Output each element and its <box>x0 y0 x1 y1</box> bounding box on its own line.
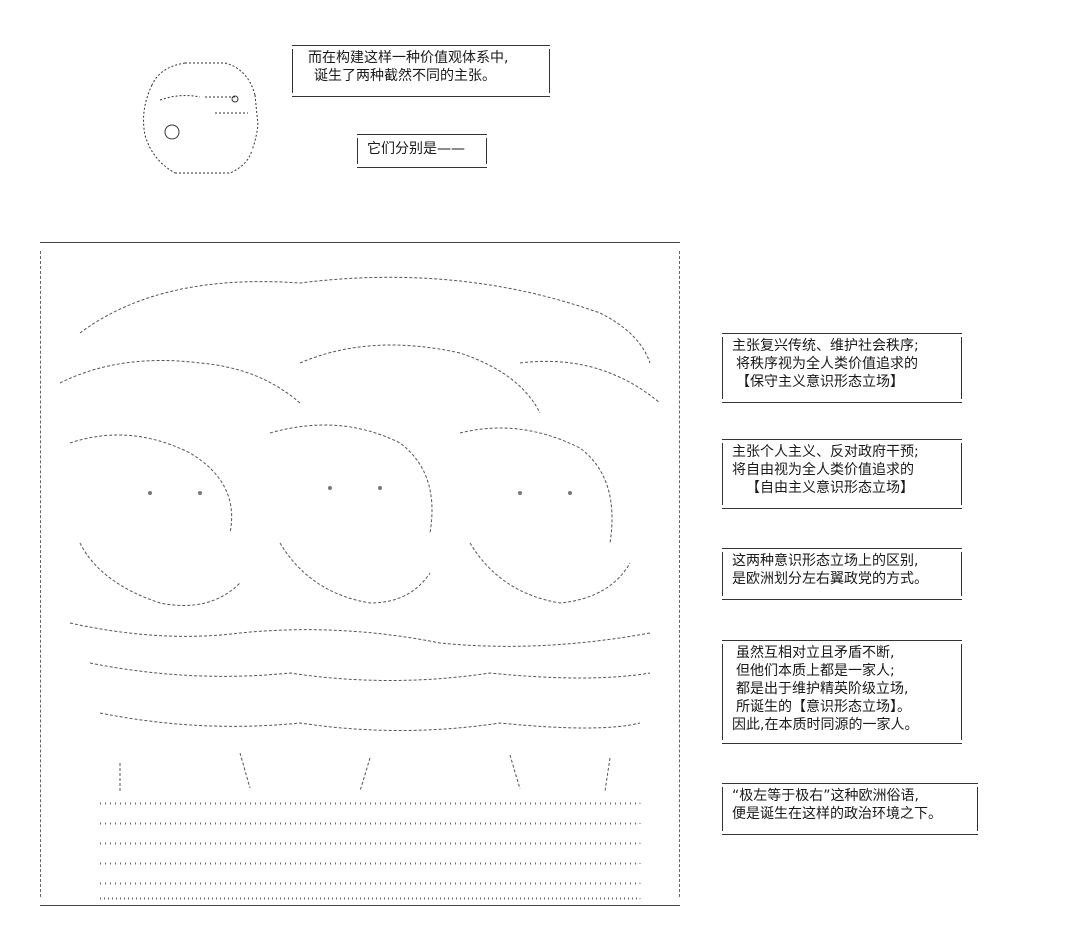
caption-family-line-2: 但他们本质上都是一家人; <box>736 663 895 679</box>
caption-proverb-line-2: 便是诞生在这样的政治环境之下。 <box>732 806 942 822</box>
caption-liberal-line-1: 主张个人主义、反对政府干预; <box>732 444 919 460</box>
crowd-head-right <box>519 360 661 404</box>
crowd-eye <box>378 486 382 490</box>
crowd-bodies-2 <box>99 712 641 731</box>
crowd-eye <box>148 491 152 495</box>
caption-proverb: “极左等于极右”这种欧洲俗语, 便是诞生在这样的政治环境之下。 <box>722 783 978 835</box>
caption-difference: 这两种意识形态立场上的区别, 是欧洲划分左右翼政党的方式。 <box>722 548 962 600</box>
crowd-illustration-frame <box>40 242 680 906</box>
crowd-shoulders <box>69 622 651 647</box>
caption-intro-line-2: 诞生了两种截然不同的主张。 <box>314 68 496 84</box>
floor-dot-texture <box>99 802 641 900</box>
caption-conservative-line-2: 将秩序视为全人类价值追求的 <box>736 356 918 372</box>
crowd-eye <box>198 491 202 495</box>
caption-proverb-line-1: “极左等于极右”这种欧洲俗语, <box>732 788 919 804</box>
speaker-face-drawing <box>143 62 259 174</box>
caption-liberal-line-2: 将自由视为全人类价值追求的 <box>732 462 914 478</box>
crowd-face-left <box>69 434 233 534</box>
crowd-jaw-center <box>279 542 431 604</box>
speaker-head-outline-top <box>185 62 256 96</box>
crowd-head-center <box>299 344 541 414</box>
crowd-face-center-left <box>269 424 433 534</box>
caption-family-line-5: 因此,在本质时同源的一家人。 <box>732 717 919 733</box>
crowd-eye <box>518 491 522 495</box>
caption-intro-line-1: 而在构建这样一种价值观体系中, <box>308 50 509 66</box>
crowd-top-outline <box>79 276 651 364</box>
speaker-head-outline-left <box>151 62 186 86</box>
caption-liberal: 主张个人主义、反对政府干预; 将自由视为全人类价值追求的 【自由主义意识形态立场… <box>722 439 962 509</box>
crowd-eye <box>328 486 332 490</box>
crowd-bodies-1 <box>89 662 651 681</box>
caption-conservative: 主张复兴传统、维护社会秩序; 将秩序视为全人类价值追求的 【保守主义意识形态立场… <box>722 333 962 403</box>
caption-difference-line-2: 是欧洲划分左右翼政党的方式。 <box>732 571 928 587</box>
crowd-eye <box>568 491 572 495</box>
caption-family-line-3: 都是出于维护精英阶级立场, <box>736 681 909 697</box>
crowd-face-center-right <box>459 427 613 544</box>
caption-family-line-4: 所诞生的【意识形态立场】。 <box>736 699 911 715</box>
crowd-illustration-art <box>59 276 661 900</box>
caption-liberal-line-3: 【自由主义意识形态立场】 <box>746 480 914 496</box>
caption-family: 虽然互相对立且矛盾不断, 但他们本质上都是一家人; 都是出于维护精英阶级立场, … <box>722 640 962 744</box>
caption-conservative-line-3: 【保守主义意识形态立场】 <box>736 374 904 390</box>
caption-conservative-line-1: 主张复兴传统、维护社会秩序; <box>732 338 919 354</box>
speaker-head-outline-right <box>251 94 259 151</box>
speaker-eye <box>164 124 180 140</box>
speaker-character-art <box>130 55 270 185</box>
speaker-head-outline-side <box>143 84 176 174</box>
crowd-head-left <box>59 360 301 404</box>
crowd-jaw-left <box>79 542 241 606</box>
speaker-ear-ring <box>231 95 239 103</box>
caption-family-line-1: 虽然互相对立且矛盾不断, <box>736 645 895 661</box>
caption-difference-line-1: 这两种意识形态立场上的区别, <box>732 553 919 569</box>
caption-those-are-line-1: 它们分别是—— <box>367 141 465 157</box>
speaker-chin-outline <box>175 149 253 174</box>
crowd-legs <box>119 752 611 793</box>
speaker-hair-line <box>159 95 201 101</box>
crowd-jaw-right <box>469 542 631 604</box>
caption-those-are: 它们分别是—— <box>357 134 487 168</box>
caption-intro: 而在构建这样一种价值观体系中, 诞生了两种截然不同的主张。 <box>292 45 550 97</box>
